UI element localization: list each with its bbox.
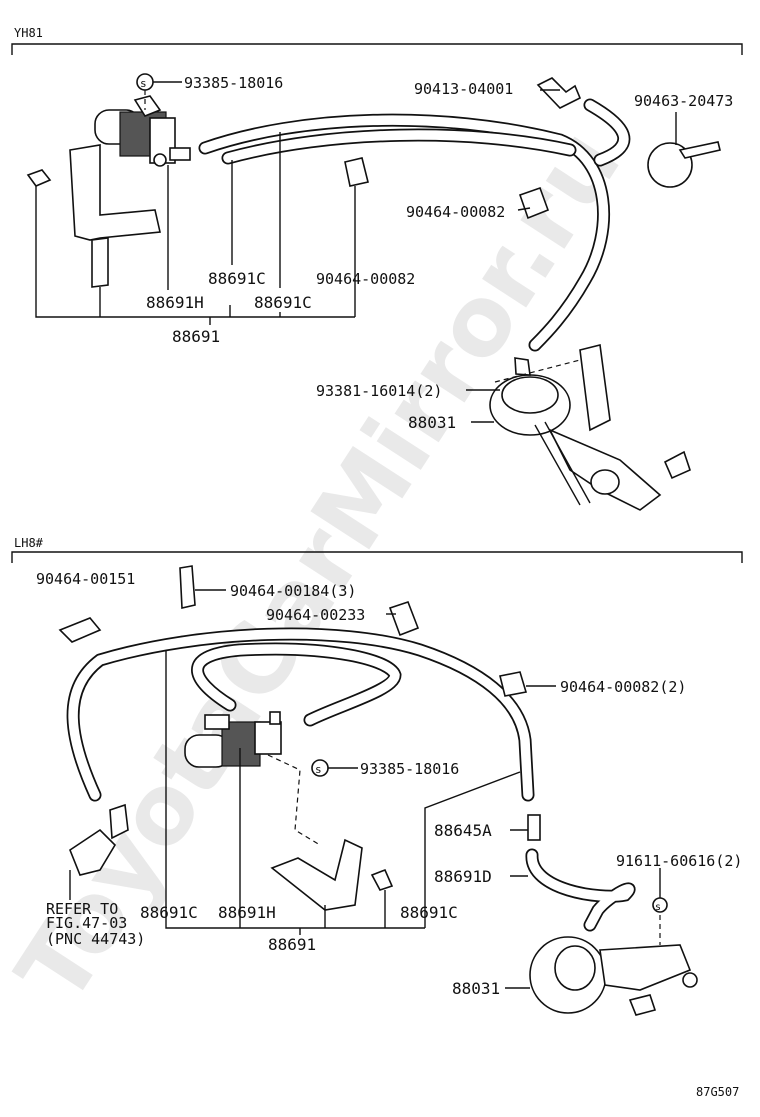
hose-clip-icon-3: [388, 600, 420, 637]
svg-text:s: s: [140, 77, 147, 90]
vacuum-hose-lower: [525, 848, 636, 932]
valve-bracket-icon: [270, 838, 363, 911]
part-label: 88691: [172, 327, 220, 346]
part-label: 90464-00151: [36, 570, 135, 588]
screw-icon: s: [267, 754, 329, 846]
part-label: 88691D: [434, 867, 492, 886]
vacuum-hose-inner: [191, 642, 402, 727]
bolt-icon: [370, 868, 394, 891]
part-label: 93385-18016: [184, 74, 283, 92]
part-label: 90464-00082: [316, 270, 415, 288]
part-label: 91611-60616(2): [616, 852, 742, 870]
part-label: 90464-00184(3): [230, 582, 356, 600]
svg-text:s: s: [655, 902, 661, 913]
vacuum-actuator-icon: s: [529, 897, 698, 1016]
section-tag-lh8: LH8#: [14, 536, 44, 550]
part-label: 90464-00082(2): [560, 678, 686, 696]
part-label: 88691C: [400, 903, 458, 922]
reference-note: REFER TO: [46, 900, 118, 918]
part-label: 88691H: [218, 903, 276, 922]
part-label: 88031: [452, 979, 500, 998]
vacuum-hose-long: [198, 113, 610, 352]
figure-code: 87G507: [696, 1085, 739, 1099]
part-label: 90464-00233: [266, 606, 365, 624]
hose-clip-icon-4: [499, 671, 528, 697]
section-tag-yh81: YH81: [14, 26, 43, 40]
part-label: 88691: [268, 935, 316, 954]
hose-clip-icon: [58, 617, 102, 643]
valve-bracket-icon: [69, 144, 161, 288]
vacuum-actuator-icon: [489, 344, 691, 511]
vacuum-hose-short: [221, 128, 577, 165]
band-clamp-icon: [647, 141, 721, 188]
part-label: 90464-00082: [406, 203, 505, 221]
section-lh8: LH8#: [11, 536, 743, 1016]
section-bracket: [11, 551, 743, 563]
section-yh81: YH81: [11, 26, 743, 511]
vsv-valve-icon: [184, 711, 282, 768]
vsv-valve-icon: [94, 95, 191, 167]
section-bracket: [11, 43, 743, 55]
part-label: 88031: [408, 413, 456, 432]
svg-text:s: s: [315, 763, 322, 776]
part-label: 88691C: [254, 293, 312, 312]
intake-port-icon: [69, 803, 129, 876]
vacuum-hose-right: [583, 98, 631, 167]
bolt-icon: [26, 169, 52, 187]
hose-clip-icon-2: [344, 157, 369, 187]
hose-clip-icon: [518, 186, 550, 220]
part-label: 88691H: [146, 293, 204, 312]
vacuum-hose-outer: [66, 627, 535, 802]
hose-clamp-icon: [536, 77, 582, 109]
reference-note: FIG.47-03: [46, 914, 127, 932]
connector-icon: [527, 814, 541, 841]
part-label: 90463-20473: [634, 92, 733, 110]
part-label: 88645A: [434, 821, 492, 840]
part-label: 90413-04001: [414, 80, 513, 98]
part-label: 93381-16014(2): [316, 382, 442, 400]
reference-note: (PNC 44743): [46, 930, 145, 948]
hose-clip-icon-2: [179, 565, 196, 609]
part-label: 93385-18016: [360, 760, 459, 778]
part-label: 88691C: [140, 903, 198, 922]
part-label: 88691C: [208, 269, 266, 288]
